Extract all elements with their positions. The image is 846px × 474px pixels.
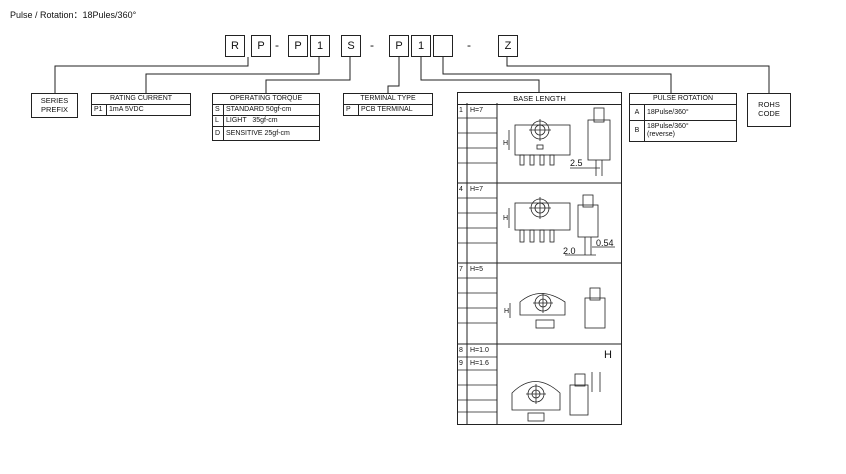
dimension-0-54: 0.54 — [596, 238, 614, 248]
pulse-value: 18Pulse/360° (reverse) — [644, 120, 737, 142]
code-box-p2: P — [288, 35, 308, 57]
code-box-z: Z — [498, 35, 518, 57]
encoder-front-view-7 — [509, 287, 606, 329]
base-length-title: BASE LENGTH — [458, 93, 621, 105]
base-h-7: H=5 — [470, 266, 484, 273]
dimension-h-7: H — [504, 308, 510, 315]
code-box-p3: P — [389, 35, 409, 57]
pulse-code: B — [629, 120, 645, 142]
encoder-front-view-8-9 — [511, 372, 601, 422]
code-box-1: 1 — [310, 35, 330, 57]
pulse-value: 18Pulse/360° — [644, 104, 737, 121]
dimension-2-5: 2.5 — [570, 158, 583, 168]
separator: - — [467, 38, 471, 52]
base-h-1: H=7 — [470, 107, 484, 114]
rohs-code-box: ROHS CODE — [747, 93, 791, 127]
terminal-value: PCB TERMINAL — [358, 104, 433, 116]
torque-code: D — [212, 126, 224, 141]
base-code-7: 7 — [459, 266, 463, 273]
code-box-blank — [433, 35, 453, 57]
pulse-title: PULSE ROTATION — [629, 93, 737, 105]
base-h-8: H=1.0 — [470, 347, 489, 354]
base-code-8: 8 — [459, 347, 463, 354]
dimension-h-4: H — [503, 215, 509, 222]
base-h-9: H=1.6 — [470, 360, 489, 367]
header-text: Pulse / Rotation：18Pules/360° — [10, 10, 137, 20]
dimension-h-1: H — [503, 140, 509, 147]
code-box-1b: 1 — [411, 35, 431, 57]
torque-value: SENSITIVE 25gf-cm — [223, 126, 320, 141]
encoder-front-view-1 — [508, 107, 611, 176]
dimension-2-0: 2.0 — [563, 246, 576, 256]
encoder-front-view-4 — [508, 194, 615, 256]
separator: - — [370, 38, 374, 52]
rating-value: 1mA 5VDC — [106, 104, 191, 116]
base-code-9: 9 — [459, 360, 463, 367]
code-box-s: S — [341, 35, 361, 57]
base-h-4: H=7 — [470, 186, 484, 193]
base-code-1: 1 — [459, 107, 463, 114]
separator: - — [275, 38, 279, 52]
code-box-r: R — [225, 35, 245, 57]
base-code-4: 4 — [459, 186, 463, 193]
base-length-table: BASE LENGTH — [457, 92, 622, 425]
pulse-code: A — [629, 104, 645, 121]
dimension-h-8-9: H — [604, 349, 612, 361]
series-prefix-box: SERIES PREFIX — [31, 93, 78, 118]
code-box-p: P — [251, 35, 271, 57]
